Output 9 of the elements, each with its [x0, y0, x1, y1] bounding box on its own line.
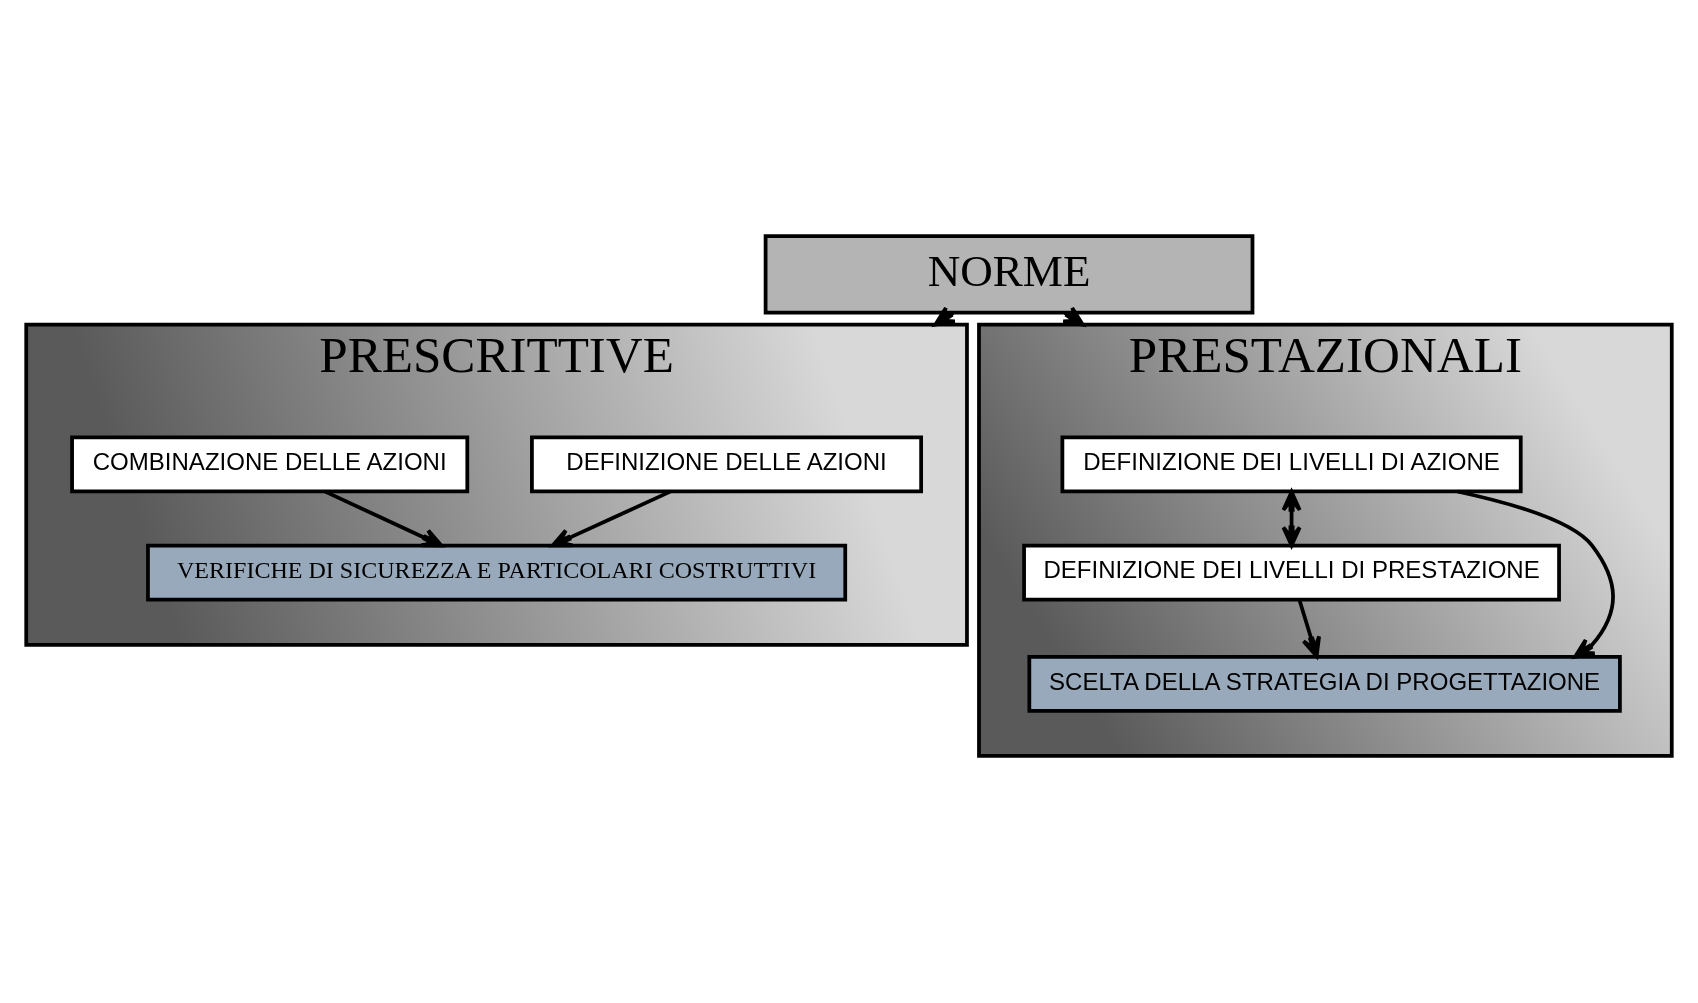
node-box: DEFINIZIONE DEI LIVELLI DI AZIONE	[1060, 435, 1523, 493]
arrow	[1281, 489, 1302, 547]
node-box: SCELTA DELLA STRATEGIA DI PROGETTAZIONE	[1027, 654, 1622, 713]
node-box: COMBINAZIONE DELLE AZIONI	[70, 435, 470, 493]
node-box: VERIFICHE DI SICUREZZA E PARTICOLARI COSTRUTTIVI	[146, 543, 848, 602]
arrow	[1297, 598, 1321, 658]
node-box: DEFINIZIONE DELLE AZIONI	[530, 435, 923, 493]
node-box: DEFINIZIONE DEI LIVELLI DI PRESTAZIONE	[1022, 543, 1561, 602]
arrow	[1456, 489, 1615, 659]
